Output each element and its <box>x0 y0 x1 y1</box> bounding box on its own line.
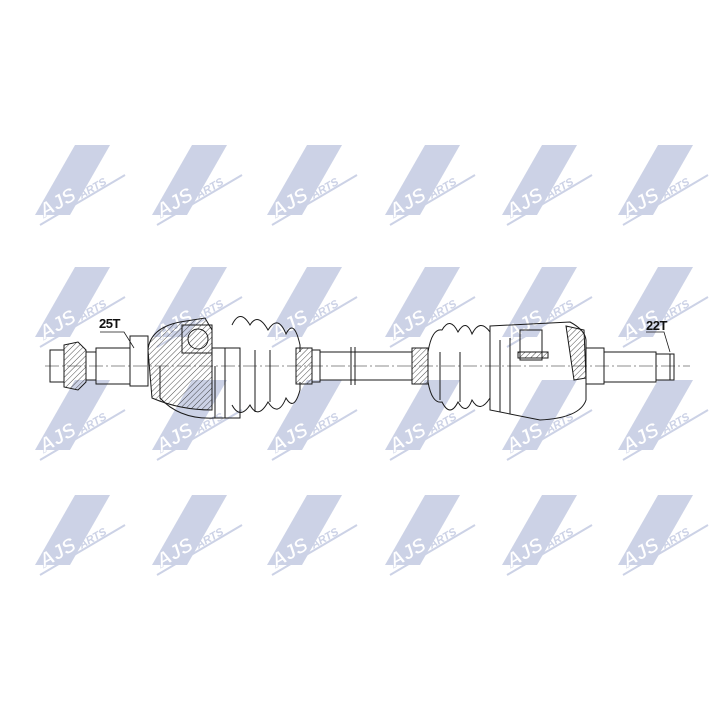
ajs-parts-watermark: AJS PARTS <box>613 490 713 580</box>
ajs-parts-watermark: AJS PARTS <box>262 375 362 465</box>
right-spline-shaft <box>585 347 675 385</box>
ajs-parts-watermark: AJS PARTS <box>262 490 362 580</box>
ajs-parts-watermark: AJS PARTS <box>30 490 130 580</box>
ajs-parts-watermark: AJS PARTS <box>30 375 130 465</box>
ajs-parts-watermark: AJS PARTS <box>497 375 597 465</box>
left-boot <box>231 316 321 413</box>
right-boot <box>411 323 491 411</box>
ajs-parts-watermark: AJS PARTS <box>262 140 362 230</box>
ajs-parts-watermark: AJS PARTS <box>497 140 597 230</box>
left-spline-shaft <box>95 335 149 387</box>
ajs-parts-watermark: AJS PARTS <box>380 262 480 352</box>
ajs-parts-watermark: AJS PARTS <box>147 140 247 230</box>
left-outer-joint <box>147 317 241 419</box>
ajs-parts-watermark: AJS PARTS <box>380 140 480 230</box>
ajs-parts-watermark: AJS PARTS <box>30 262 130 352</box>
left-spline-teeth-label: 25T <box>99 316 120 331</box>
ajs-parts-watermark: AJS PARTS <box>613 262 713 352</box>
ajs-parts-watermark: AJS PARTS <box>147 490 247 580</box>
left-nut <box>49 341 97 391</box>
right-spline-teeth-label: 22T <box>646 318 667 333</box>
ajs-parts-watermark: AJS PARTS <box>380 490 480 580</box>
ajs-parts-watermark: AJS PARTS <box>30 140 130 230</box>
right-inner-joint <box>489 321 587 421</box>
ajs-parts-watermark: AJS PARTS <box>497 490 597 580</box>
ajs-parts-watermark: AJS PARTS <box>380 375 480 465</box>
ajs-parts-watermark: AJS PARTS <box>613 140 713 230</box>
ajs-parts-watermark: AJS PARTS <box>613 375 713 465</box>
ajs-parts-watermark: AJS PARTS <box>262 262 362 352</box>
main-shaft <box>320 347 412 385</box>
